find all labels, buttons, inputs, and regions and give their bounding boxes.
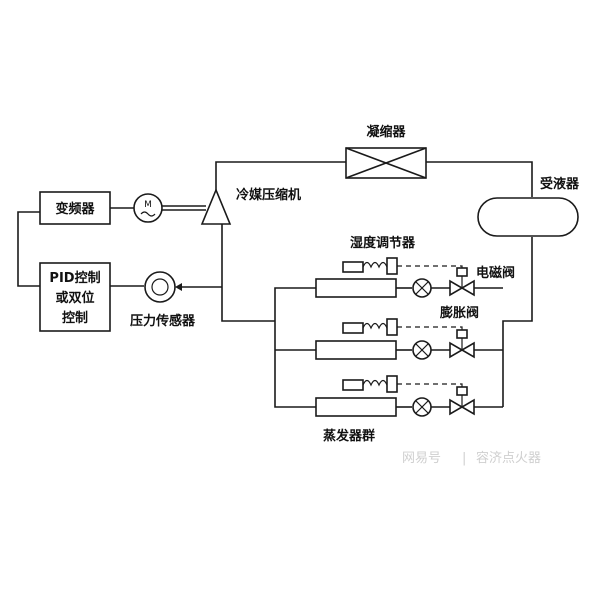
inverter-label: 变频器	[55, 201, 95, 217]
valve-2-actuator	[456, 329, 468, 339]
regulator-3-bulb	[342, 379, 364, 391]
pipe-suction-header	[274, 287, 316, 408]
motor-ac-symbol-icon	[140, 211, 156, 217]
control-link-2	[397, 326, 463, 330]
control-link-3	[397, 383, 463, 387]
valve-3-actuator	[456, 386, 468, 396]
pipe-condenser-to-receiver	[426, 161, 533, 197]
evaporator-1	[315, 278, 397, 298]
regulator-2-bulb	[342, 322, 364, 334]
main-piping	[180, 161, 533, 408]
valve-2b-icon	[460, 341, 475, 359]
evaporator-row-3	[315, 375, 475, 417]
valve-1b-icon	[460, 279, 475, 297]
wire-inverter-pid	[17, 211, 40, 287]
regulator-3-coil-icon	[362, 379, 388, 387]
watermark-author: 容济点火器	[476, 450, 541, 466]
pid-label-line3: 控制	[62, 310, 88, 326]
humidity-regulator-label: 湿度调节器	[350, 235, 416, 251]
sight-glass-1-cross-b	[415, 281, 429, 295]
evaporator-3	[315, 397, 397, 417]
watermark-brand: 网易号	[402, 451, 441, 466]
evaporator-2	[315, 340, 397, 360]
sight-glass-3-cross-b	[415, 400, 429, 414]
receiver-label: 受液器	[540, 176, 580, 192]
solenoid-valve-label: 电磁阀	[476, 265, 515, 281]
sight-glass-2-cross-b	[415, 343, 429, 357]
pressure-sensor-label: 压力传感器	[130, 313, 196, 329]
sensor-arrow-icon	[175, 283, 182, 291]
pressure-sensor-icon	[144, 271, 176, 303]
evaporator-group-label: 蒸发器群	[323, 428, 375, 444]
pipe-receiver-to-header	[502, 237, 533, 407]
valve-3a-icon	[449, 398, 464, 416]
regulator-1-bulb	[342, 261, 364, 273]
motor-label: M	[144, 200, 152, 210]
expansion-valve-label: 膨胀阀	[439, 305, 479, 321]
valve-1-actuator	[456, 267, 468, 277]
pipe-compressor-to-condenser	[215, 161, 346, 192]
watermark-separator: |	[462, 451, 466, 466]
regulator-1-coil-icon	[362, 261, 388, 269]
condenser-cross-b	[345, 147, 427, 179]
compressor-label: 冷媒压缩机	[236, 187, 301, 203]
valve-3b-icon	[460, 398, 475, 416]
evaporator-row-2	[315, 318, 475, 360]
regulator-3-head	[386, 375, 398, 393]
condenser-label: 凝缩器	[366, 124, 406, 140]
regulator-2-coil-icon	[362, 322, 388, 330]
pid-controller-box	[39, 262, 111, 332]
pressure-sensor-inner	[151, 278, 169, 296]
pid-label-line1: PID控制	[49, 270, 100, 286]
regulator-1-head	[386, 257, 398, 275]
pipe-suction-to-compressor	[221, 222, 275, 322]
valve-2a-icon	[449, 341, 464, 359]
valve-1a-icon	[449, 279, 464, 297]
watermark: 网易号 | 容济点火器	[402, 450, 541, 466]
pid-label-line2: 或双位	[55, 290, 94, 306]
compressor-icon	[200, 187, 232, 225]
control-link-1	[397, 265, 463, 268]
control-wiring	[17, 205, 206, 287]
receiver-tank	[477, 197, 579, 237]
regulator-2-head	[386, 318, 398, 336]
inverter-box	[39, 191, 111, 225]
evaporator-row-1	[315, 257, 475, 298]
motor-icon	[133, 193, 163, 223]
